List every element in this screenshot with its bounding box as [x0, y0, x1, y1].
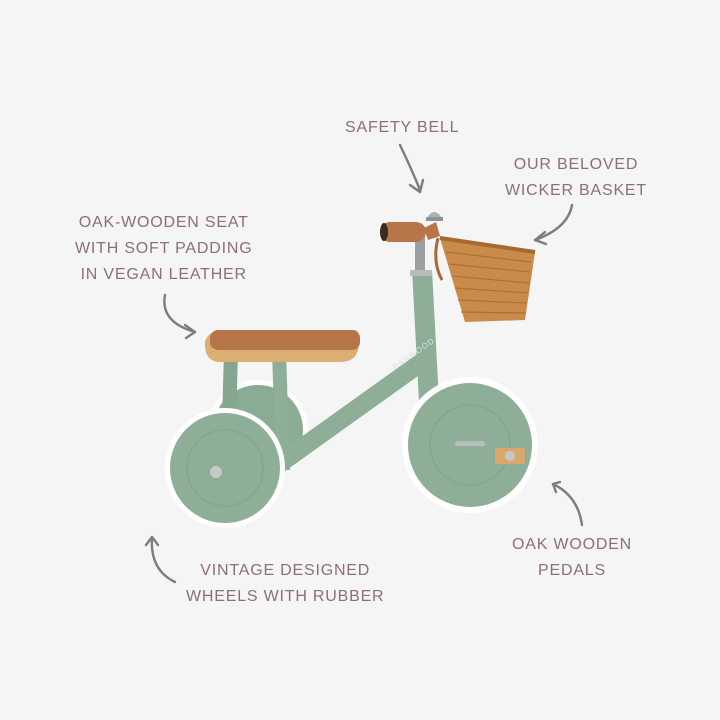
callout-basket: OUR BELOVED WICKER BASKET — [505, 152, 647, 204]
arrow-wheels — [144, 535, 177, 584]
wicker-basket — [434, 236, 536, 322]
arrow-seat — [163, 293, 197, 340]
callout-seat: OAK-WOODEN SEAT WITH SOFT PADDING IN VEG… — [75, 210, 252, 288]
callout-pedals: OAK WOODEN PEDALS — [512, 532, 632, 584]
callout-text: WITH SOFT PADDING — [75, 240, 253, 257]
callout-text: WICKER BASKET — [505, 182, 647, 199]
callout-text: SAFETY BELL — [345, 119, 460, 136]
seat — [204, 330, 360, 362]
arrow-basket — [533, 203, 574, 246]
pedal — [455, 441, 525, 464]
callout-text: OAK WOODEN — [512, 536, 633, 553]
rear-near-wheel — [165, 408, 285, 528]
handlebar — [380, 222, 440, 242]
callout-text: WHEELS WITH RUBBER — [186, 588, 385, 605]
callout-text: OAK-WOODEN SEAT — [78, 214, 249, 231]
callout-text: OUR BELOVED — [513, 156, 639, 173]
callout-text: VINTAGE DESIGNED — [200, 562, 371, 579]
callout-wheels: VINTAGE DESIGNED WHEELS WITH RUBBER — [186, 558, 384, 610]
arrow-pedals — [551, 480, 584, 527]
callout-safety-bell: SAFETY BELL — [345, 115, 459, 141]
callout-text: IN VEGAN LEATHER — [80, 266, 247, 283]
callout-text: PEDALS — [538, 562, 606, 579]
arrow-safety-bell — [398, 143, 425, 194]
bell — [426, 212, 443, 221]
